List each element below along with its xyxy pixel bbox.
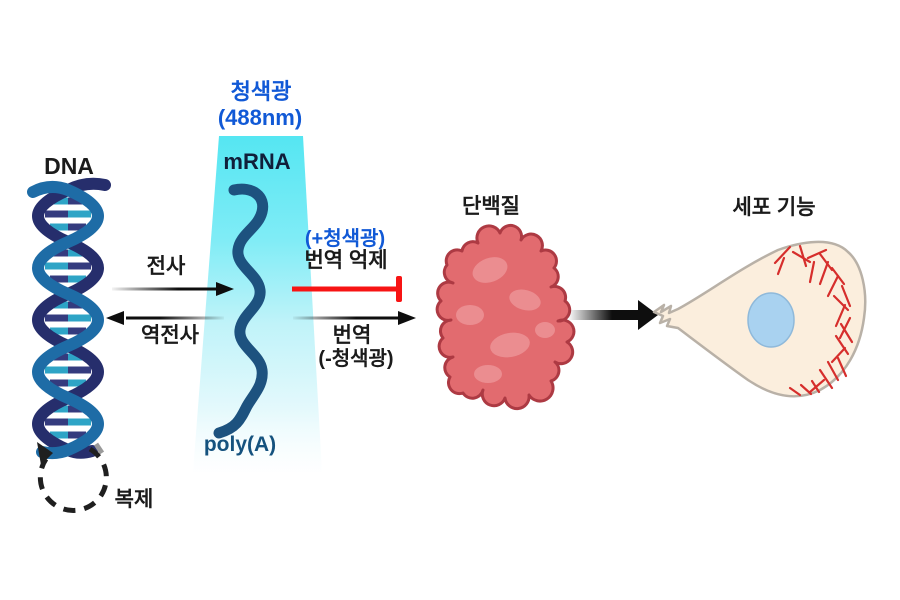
dna-fade-dash [93, 442, 105, 455]
translation-label: 번역 [332, 324, 372, 347]
dna-helix [27, 177, 111, 460]
mrna-strand [213, 183, 269, 439]
transcription-arrow [112, 282, 234, 296]
cell-function-label: 세포 기능 [732, 196, 816, 219]
translation-inhibition-label: 번역 억제 [304, 249, 388, 272]
cell [652, 240, 867, 398]
mrna-label: mRNA [223, 149, 291, 174]
translation-arrow [293, 311, 416, 325]
dna-strand-navy [32, 177, 111, 459]
blue-light-label: 청색광 [230, 79, 292, 104]
blue-light-on-label: (+청색광) [304, 228, 386, 250]
poly-a-label: poly(A) [203, 433, 277, 456]
protein-highlights [456, 257, 555, 383]
translation-inhibition-bar [292, 276, 402, 302]
replication-label: 복제 [114, 488, 154, 511]
dna-base-pairs [45, 197, 91, 439]
blue-light-off-label: (-청색광) [318, 348, 394, 370]
protein-label: 단백질 [462, 195, 520, 218]
blue-light-wavelength-label: (488nm) [217, 105, 303, 130]
actin-filaments [773, 244, 854, 397]
protein-to-cell-arrow [568, 300, 658, 330]
protein-blob [435, 223, 576, 411]
reverse-transcription-arrow [106, 311, 224, 325]
transcription-label: 전사 [146, 255, 186, 278]
cell-nucleus [747, 292, 795, 348]
replication-cycle-arrow [37, 442, 109, 513]
dna-label: DNA [44, 153, 94, 179]
reverse-transcription-label: 역전사 [141, 324, 199, 347]
dna-strand-blue [27, 181, 104, 460]
